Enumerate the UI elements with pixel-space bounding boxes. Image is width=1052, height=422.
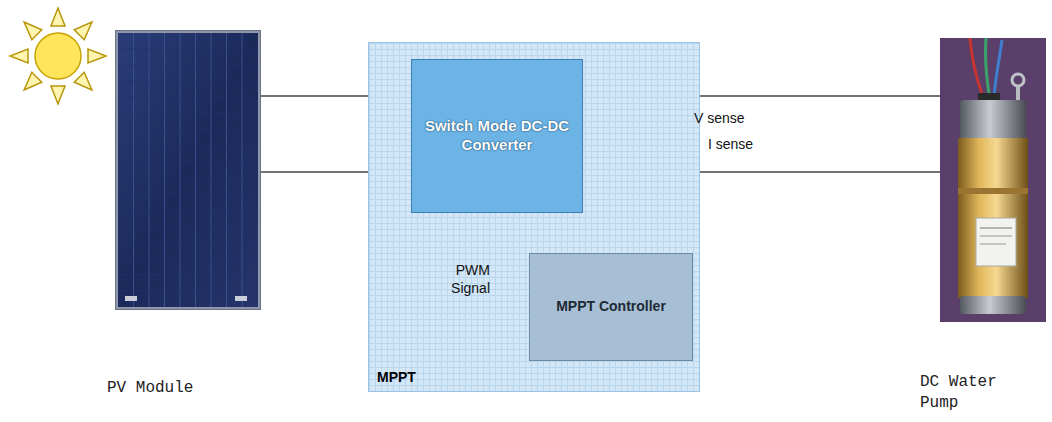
controller-box: MPPT Controller — [529, 253, 693, 361]
box-label: MPPT Controller — [556, 298, 666, 316]
pv-panel-illustration — [115, 30, 261, 310]
pump-label: DC Water Pump — [920, 372, 1024, 414]
pv-module: PV Module — [115, 30, 261, 310]
water-pump: DC Water Pump — [940, 38, 1046, 322]
signal-name: V sense — [694, 110, 745, 128]
converter-box: Switch Mode DC-DC Converter — [411, 59, 583, 213]
signal-name: I sense — [708, 136, 753, 154]
sun-icon — [10, 8, 106, 104]
unit-label: MPPT — [377, 369, 416, 385]
signal-name: PWM Signal — [440, 262, 490, 297]
pump-illustration — [940, 38, 1046, 322]
module-label: PV Module — [107, 378, 257, 399]
box-label: Switch Mode DC-DC Converter — [422, 117, 572, 155]
mppt-unit-box: MPPT Switch Mode DC-DC ConverterMPPT Cont… — [368, 42, 700, 392]
